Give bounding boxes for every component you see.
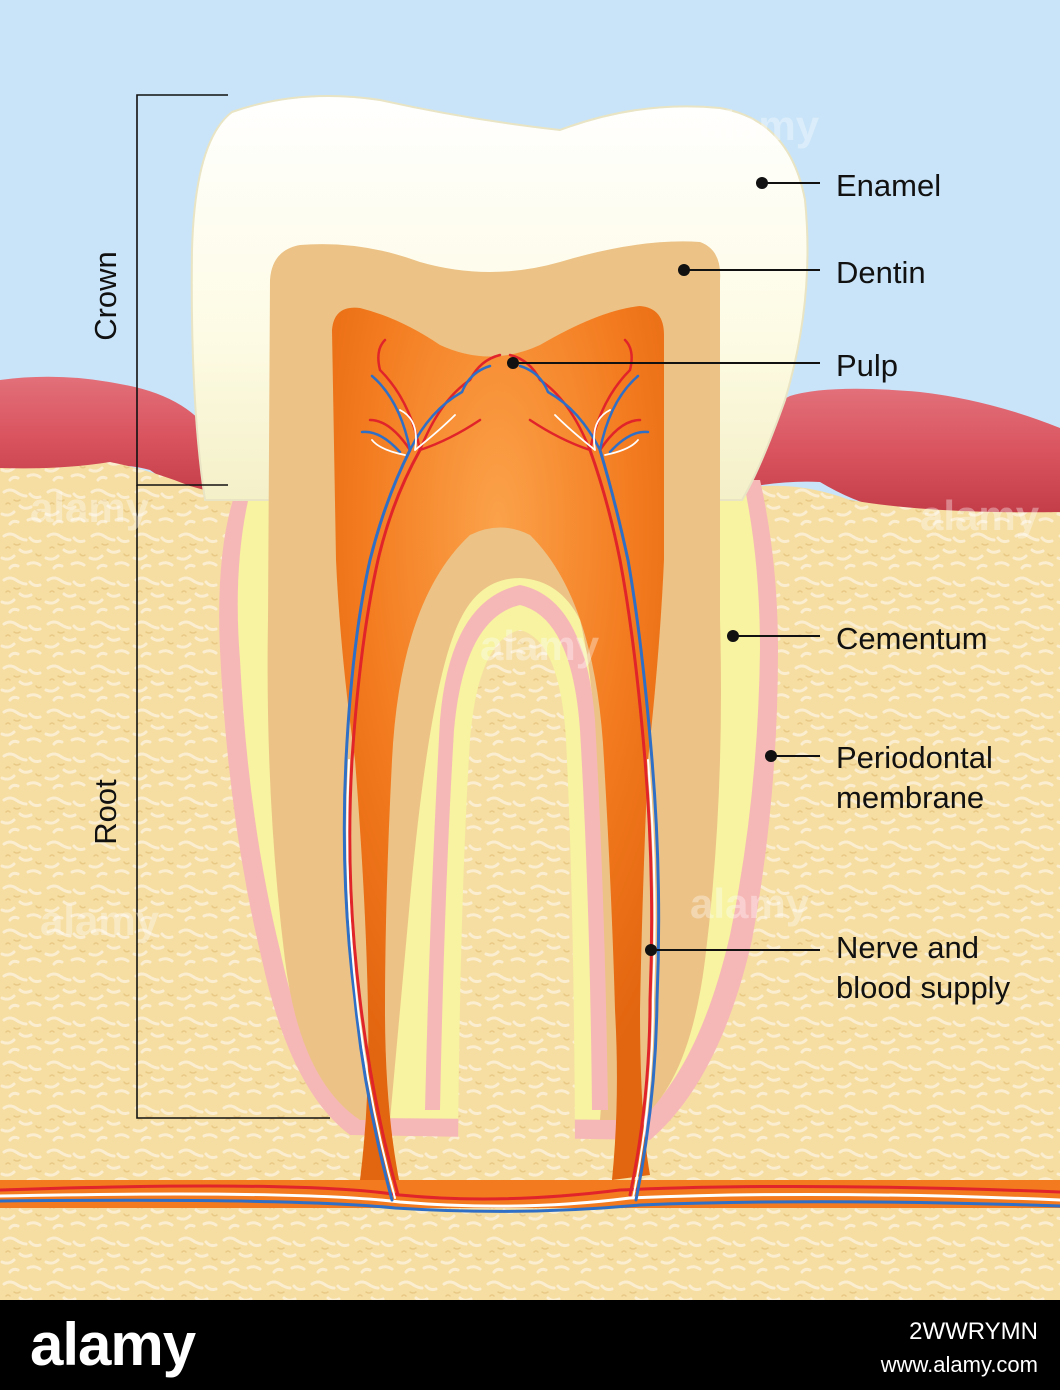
label-nerve-line2: blood supply bbox=[836, 970, 1011, 1005]
watermark: alamy bbox=[40, 897, 160, 944]
label-periodontal-line1: Periodontal bbox=[836, 740, 993, 775]
label-cementum: Cementum bbox=[836, 621, 988, 656]
stock-footer: alamy 2WWRYMN www.alamy.com bbox=[0, 1300, 1060, 1390]
alamy-logo: alamy bbox=[30, 1311, 196, 1378]
root-bracket bbox=[136, 485, 330, 1119]
label-dentin: Dentin bbox=[836, 255, 926, 290]
label-pulp: Pulp bbox=[836, 348, 898, 383]
image-id: 2WWRYMN bbox=[909, 1318, 1038, 1345]
site-url: www.alamy.com bbox=[880, 1352, 1038, 1377]
watermark: alamy bbox=[480, 622, 600, 669]
nerve-and-blood-vessels bbox=[0, 338, 1060, 1213]
leader-lines bbox=[507, 177, 820, 956]
crown-label: Crown bbox=[88, 251, 123, 341]
watermark: alamy bbox=[700, 102, 820, 149]
pulp bbox=[332, 306, 664, 1185]
gum-right bbox=[735, 388, 1060, 517]
watermarks: alamy alamy alamy alamy alamy alamy bbox=[30, 102, 1040, 944]
watermark: alamy bbox=[920, 492, 1040, 539]
label-enamel: Enamel bbox=[836, 168, 941, 203]
watermark: alamy bbox=[690, 880, 810, 927]
label-periodontal-line2: membrane bbox=[836, 780, 984, 815]
label-nerve-line1: Nerve and bbox=[836, 930, 979, 965]
crown-bracket bbox=[136, 94, 228, 486]
watermark: alamy bbox=[30, 484, 150, 531]
tooth-diagram: Crown Root Enamel Dentin Pulp Cementum P… bbox=[0, 0, 1060, 1300]
root-label: Root bbox=[88, 779, 123, 845]
